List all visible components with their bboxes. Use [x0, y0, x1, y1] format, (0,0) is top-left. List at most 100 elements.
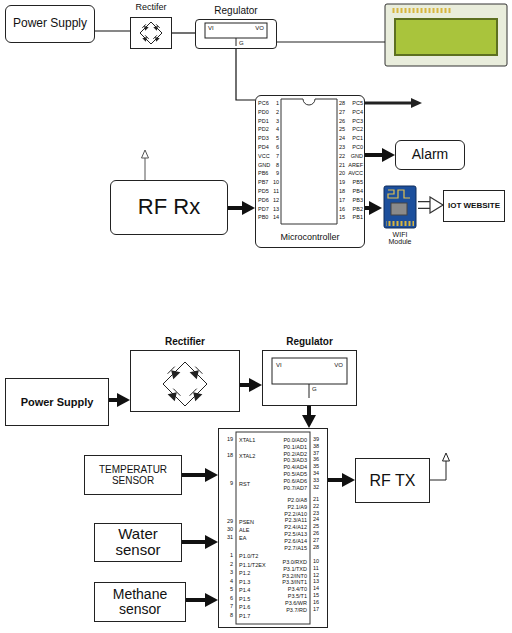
pin-number: 14: [313, 586, 319, 592]
pin-number: 15: [339, 215, 345, 221]
arrow-line: [365, 206, 370, 210]
pin-name: P1.6: [239, 605, 250, 611]
ground-pin: [236, 38, 237, 46]
block-box: RF Rx: [110, 180, 228, 235]
pin-number: 25: [313, 524, 319, 530]
pin-number: 12: [313, 573, 319, 579]
pin-name: P1.0/T2: [239, 554, 258, 560]
pin-name: PD0: [258, 110, 269, 116]
pin-name: PB2: [353, 207, 363, 213]
block-box: Rectifier: [130, 350, 240, 412]
connector: [182, 542, 206, 543]
arrow-line: [236, 49, 255, 100]
pin-name: PB7: [258, 180, 268, 186]
terminal-label: G: [312, 386, 317, 392]
pin-number: 35: [313, 464, 319, 470]
pin-name: PC0: [352, 145, 363, 151]
block-box: Rectifer: [130, 17, 172, 49]
pin-name: P2.6/A14: [284, 539, 307, 545]
bridge-symbol: [163, 362, 207, 406]
pin-name: PB3: [353, 198, 363, 204]
pin-number: 38: [313, 444, 319, 450]
bridge-symbol: [140, 22, 162, 44]
pin-name: PD1: [258, 119, 269, 125]
block-label: RF TX: [370, 472, 416, 490]
pin-name: P0.3/AD3: [283, 458, 307, 464]
block-box: Regulator: [195, 19, 277, 49]
arrow-line: [95, 30, 130, 31]
block-box: IOT WEBSITE: [443, 190, 505, 222]
pin-name: PC6: [258, 101, 269, 107]
pin-name: PSEN: [239, 520, 254, 526]
connector: [236, 49, 255, 100]
pin-number: 8: [276, 163, 279, 169]
pin-name: P3.7/RD: [286, 608, 307, 614]
wifi-module: WIFI Module: [382, 183, 418, 247]
pcb-antenna: [388, 190, 410, 198]
pin-number: 9: [276, 171, 279, 177]
arrow-line: [328, 478, 343, 482]
block-heading: Rectifier: [165, 336, 205, 347]
pin-number: 12: [273, 198, 279, 204]
connector: [418, 205, 431, 206]
pin-name: PC2: [352, 127, 363, 133]
block-box: Power Supply: [5, 5, 95, 43]
pin-number: 16: [339, 207, 345, 213]
pin-name: PC3: [352, 119, 363, 125]
pin-name: PD5: [258, 189, 269, 195]
pin-number: 10: [273, 180, 279, 186]
lcd-display: [385, 4, 507, 66]
pin-number: 27: [339, 110, 345, 116]
power-wire: [277, 41, 385, 42]
block-box: Methane sensor: [94, 582, 186, 622]
pin-number: 21: [313, 497, 319, 503]
pin-name: VCC: [258, 154, 270, 160]
pin-name: PD6: [258, 198, 269, 204]
connector: [240, 385, 250, 386]
pin-name: P3.6/WR: [285, 601, 307, 607]
arrow-line: [186, 598, 206, 602]
pin-name: P1.2: [239, 571, 250, 577]
pin-number: 30: [227, 527, 233, 533]
terminal-label: VI: [276, 362, 282, 368]
terminal-label: VO: [255, 25, 264, 31]
pin-number: 17: [339, 198, 345, 204]
block-label: Power Supply: [13, 17, 87, 30]
pin-name: P2.2/A10: [284, 512, 307, 518]
arrow-line: [365, 153, 383, 157]
pin-number: 2: [276, 110, 279, 116]
pin-number: 13: [313, 579, 319, 585]
arrow-line: [307, 406, 311, 416]
pin-name: PB6: [258, 171, 268, 177]
block-box: Power Supply: [5, 378, 109, 426]
pin-number: 1: [230, 553, 233, 559]
block-label: TEMPERATUR SENSOR: [85, 464, 181, 486]
block-box: Alarm: [395, 140, 465, 170]
pin-name: PC5: [352, 101, 363, 107]
pin-number: 16: [313, 600, 319, 606]
pin-number: 21: [339, 163, 345, 169]
wifi-board: [384, 186, 416, 228]
pin-number: 31: [227, 535, 233, 541]
block-box: Water sensor: [94, 523, 182, 562]
connector: [182, 475, 206, 476]
microcontroller-chip: XTAL1XTAL2RSTPSENALEEAP1.0/T2P1.1/T2EXP1…: [218, 428, 328, 628]
block-box: Regulator: [262, 350, 357, 406]
pin-number: 3: [276, 119, 279, 125]
pin-name: P0.7/AD7: [283, 486, 307, 492]
pin-number: 28: [339, 101, 345, 107]
pin-name: RST: [239, 482, 250, 488]
pin-number: 5: [230, 587, 233, 593]
pin-name: P0.4/AD4: [283, 465, 307, 471]
pin-name: P3.2/INT0: [282, 574, 307, 580]
pin-number: 6: [276, 145, 279, 151]
pin-number: 14: [273, 215, 279, 221]
pin-name: P1.7: [239, 614, 250, 620]
pin-name: P2.1/A9: [287, 505, 307, 511]
pin-number: 23: [339, 145, 345, 151]
connector: [228, 208, 243, 209]
arrow-line: [228, 206, 243, 210]
block-heading: Regulator: [214, 5, 257, 16]
pin-name: PC1: [352, 136, 363, 142]
